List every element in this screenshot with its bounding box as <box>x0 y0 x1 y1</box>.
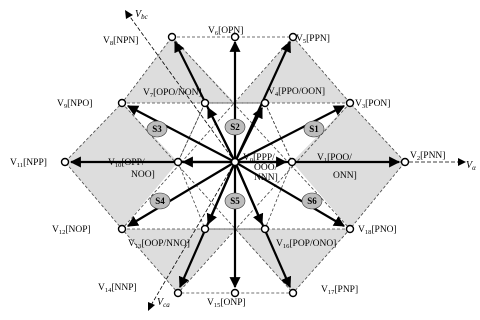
sector-label-s6: S6 <box>307 196 317 206</box>
axis-label-bc: Vbc <box>135 9 149 21</box>
node-v1 <box>287 157 297 167</box>
vector-label-v0-line3: NNN] <box>254 173 278 183</box>
vector-labels: V0[PPP/ OOO/ NNN] V1[POO/ ONN] V2[PNN] V… <box>10 26 445 309</box>
vector-label-v9: V9[NPO] <box>57 99 92 110</box>
sector-badge-s3 <box>146 120 168 138</box>
shaded-regions <box>65 37 405 293</box>
vector-label-v1-line2: ONN] <box>333 171 357 181</box>
sector-label-s1: S1 <box>309 124 319 134</box>
grid-line <box>177 102 206 163</box>
sector-badge-s4 <box>149 192 171 210</box>
vector-label-v5: V5[PPN] <box>296 34 330 45</box>
vector-label-v13: V13[OOP/NNO] <box>128 239 190 250</box>
node-v7 <box>200 98 210 108</box>
grid-line <box>121 36 294 230</box>
sector-label-s2: S2 <box>230 122 240 132</box>
node-v3 <box>345 98 355 108</box>
node-v0 <box>230 157 240 167</box>
vector-label-v1: V1[POO/ <box>317 153 352 164</box>
sector-badge-s5 <box>224 192 246 210</box>
vector-label-v16: V16[POP/ONO] <box>276 239 336 250</box>
node-v6 <box>230 32 240 42</box>
vector-label-v0: V0[PPP/ <box>243 153 275 164</box>
vector-label-v7: V7[OPO/NON] <box>143 88 202 99</box>
axis-labels: Vα Vbc Vca <box>135 9 476 309</box>
vector-label-v10-line2: NOO] <box>131 170 155 180</box>
shade-left-upper <box>65 103 178 162</box>
shade-right-upper <box>292 103 405 162</box>
vector-arrow-v9 <box>127 105 236 163</box>
sector-badge-s1 <box>303 120 325 138</box>
node-v9 <box>117 98 127 108</box>
node-v5 <box>288 32 298 42</box>
vector-label-v14: V14[NNP] <box>98 283 137 294</box>
node-v14 <box>173 288 183 298</box>
vector-label-v17: V17[PNP] <box>321 285 358 296</box>
node-v16 <box>260 224 270 234</box>
vector-label-v10: V10[OPP/ <box>108 158 145 169</box>
shade-bottom-left <box>122 229 235 293</box>
axis-label-alpha: Vα <box>466 160 476 172</box>
vector-arrow-v12 <box>127 161 236 227</box>
ca-arrowhead <box>148 302 155 311</box>
node-v17 <box>288 288 298 298</box>
node-v11 <box>60 157 70 167</box>
node-v10 <box>173 157 183 167</box>
shade-left-lower <box>65 162 178 229</box>
node-v18 <box>345 224 355 234</box>
axis-arrowheads <box>125 10 466 311</box>
vector-label-v4: V4[PPO/OON] <box>268 87 325 98</box>
grid-line <box>171 36 351 230</box>
sector-label-s4: S4 <box>155 196 165 206</box>
sector-label-s5: S5 <box>230 196 240 206</box>
vector-arrow-v3 <box>234 105 345 163</box>
vector-label-v18: V18[PNO] <box>358 225 397 236</box>
node-v4 <box>260 98 270 108</box>
node-v2 <box>400 157 410 167</box>
vector-arrow-v17 <box>233 161 292 289</box>
sector-badge-s2 <box>224 118 246 136</box>
vector-label-v2: V2[PNN] <box>410 151 445 162</box>
node-v12 <box>117 224 127 234</box>
sector-badges: S1 S2 S3 S4 S5 S6 <box>146 118 325 210</box>
node-v8 <box>167 32 177 42</box>
vector-label-v6: V6[OPN] <box>208 26 243 37</box>
shade-top-left-outer <box>122 37 235 103</box>
voltage-vectors <box>69 40 401 289</box>
vector-label-v3: V3[PON] <box>355 99 390 110</box>
vector-arrow-v18 <box>234 161 345 227</box>
vector-label-v12: V12[NOP] <box>52 225 91 236</box>
vector-label-v11: V11[NPP] <box>10 158 47 169</box>
vector-label-v8: V8[NPN] <box>103 36 138 47</box>
ca-axis <box>149 161 236 308</box>
sector-label-s3: S3 <box>152 124 162 134</box>
vector-label-v0-line2: OOO/ <box>254 163 278 173</box>
vector-arrow-v14 <box>178 161 237 289</box>
vector-nodes <box>60 32 410 298</box>
shade-right-lower <box>292 162 405 229</box>
bc-axis <box>127 13 236 163</box>
node-v13 <box>200 224 210 234</box>
axis-label-ca: Vca <box>157 297 170 309</box>
sector-badge-s6 <box>301 192 323 210</box>
node-v15 <box>230 288 240 298</box>
shade-bottom-right <box>235 229 350 293</box>
vector-label-v15: V15[ONP] <box>207 298 246 309</box>
alpha-arrowhead <box>458 158 466 166</box>
bc-arrowhead <box>125 10 133 19</box>
grid-line <box>264 102 293 163</box>
shade-top-right <box>235 37 350 103</box>
